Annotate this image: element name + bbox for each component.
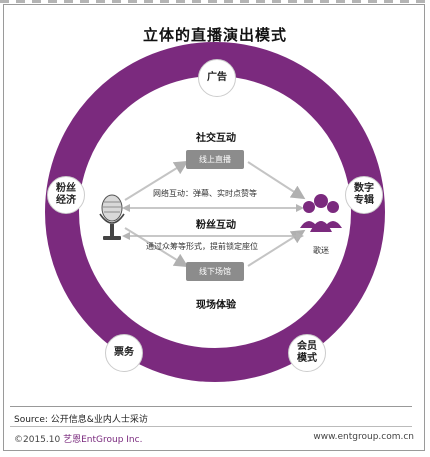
online-live-pill: 线上直播 [186, 150, 244, 169]
bubble-ads-label: 广告 [207, 72, 227, 83]
social-interaction-desc: 网络互动：弹幕、实时点赞等 [153, 189, 257, 198]
arrow-mic-to-online [124, 160, 189, 201]
social-interaction-title: 社交互动 [196, 133, 236, 144]
arrow-social-right-head [296, 204, 304, 212]
live-experience-title: 现场体验 [196, 300, 236, 311]
bubble-tickets-label: 票务 [114, 347, 134, 358]
arrow-fans-left-head [122, 232, 130, 240]
footer-rule [10, 426, 412, 427]
bubble-digital-album: 数字专辑 [345, 176, 383, 214]
fans-interaction-title: 粉丝互动 [196, 220, 236, 231]
bubble-fans-economy: 粉丝经济 [47, 176, 85, 214]
source-rule [10, 406, 412, 407]
footer-copyright: ©2015.10 艺恩EntGroup Inc. [14, 432, 142, 445]
arrow-online-to-fans [247, 161, 306, 200]
arrow-fans-right-head [296, 232, 304, 240]
arrow-social-left-head [122, 204, 130, 212]
copyright-text: ©2015.10 [14, 435, 61, 445]
bubble-membership-label: 会员模式 [297, 341, 317, 364]
audience-icon [300, 194, 342, 232]
bubble-membership: 会员模式 [288, 334, 326, 372]
source-text: Source: 公开信息&业内人士采访 [14, 415, 148, 425]
bubble-fans-economy-label: 粉丝经济 [56, 183, 76, 206]
audience-label: 歌迷 [313, 246, 329, 255]
bubble-ads: 广告 [198, 59, 236, 97]
footer-url[interactable]: www.entgroup.com.cn [313, 432, 414, 442]
offline-venue-pill: 线下场馆 [186, 262, 244, 281]
microphone-icon [99, 194, 125, 240]
brand-text: 艺恩EntGroup Inc. [63, 435, 143, 445]
page-title: 立体的直播演出模式 [142, 26, 287, 44]
arrow-mic-to-offline [124, 227, 189, 268]
bubble-tickets: 票务 [105, 334, 143, 372]
top-scan-artifact [0, 0, 430, 3]
fans-interaction-desc: 通过众筹等形式，提前锁定座位 [146, 242, 258, 251]
arrow-offline-to-fans [247, 229, 306, 267]
bubble-digital-album-label: 数字专辑 [354, 183, 374, 206]
